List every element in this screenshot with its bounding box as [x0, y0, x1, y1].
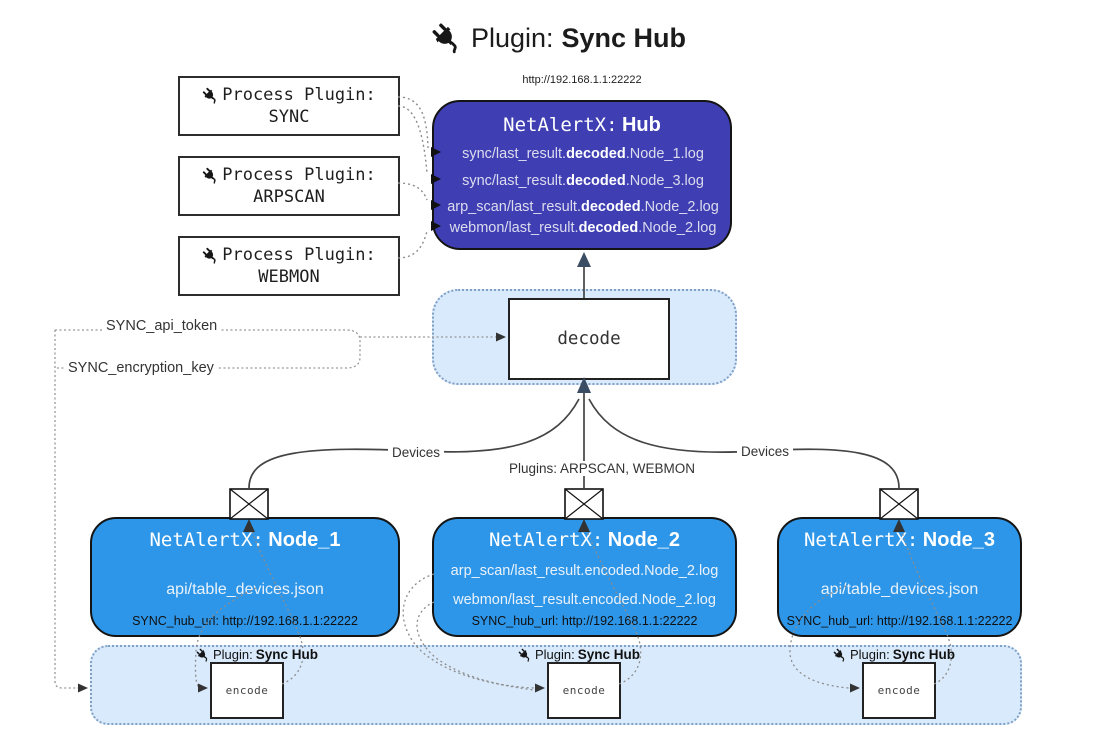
process-plugin-sync: Process Plugin: SYNC	[178, 76, 400, 136]
page-title: Plugin: Sync Hub	[0, 16, 1117, 60]
sync-encryption-key-label: SYNC_encryption_key	[64, 360, 218, 376]
sync-api-token-label: SYNC_api_token	[102, 318, 222, 334]
plug-icon	[196, 648, 210, 662]
hub-box: NetAlertX: Hub sync/last_result.decoded.…	[432, 100, 732, 250]
envelope-icon	[879, 488, 919, 520]
process-plugin-heading: Process Plugin:	[222, 85, 376, 105]
hub-log-line: sync/last_result.decoded.Node_3.log	[462, 173, 704, 189]
decode-box: decode	[508, 298, 670, 380]
encode-band-label: Plugin:Sync Hub	[196, 647, 318, 662]
title-name: Sync Hub	[561, 22, 687, 53]
encode-band-label: Plugin:Sync Hub	[518, 647, 640, 662]
process-plugin-webmon: Process Plugin: WEBMON	[178, 236, 400, 296]
node-file: api/table_devices.json	[820, 581, 979, 598]
plug-icon	[431, 22, 463, 54]
process-plugin-name: SYNC	[268, 107, 310, 127]
node-file: webmon/last_result.encoded.Node_2.log	[453, 592, 716, 608]
hub-input-arrowhead	[577, 252, 591, 267]
plug-icon	[202, 247, 219, 264]
hub-title: NetAlertX: Hub	[434, 114, 730, 137]
node-title: NetAlertX: Node_1	[149, 529, 341, 551]
edge-label-devices-right: Devices	[737, 444, 794, 459]
envelope-icon	[229, 488, 269, 520]
encode-box: encode	[862, 662, 936, 719]
node-3-box: NetAlertX: Node_3 api/table_devices.json…	[777, 517, 1022, 637]
hub-log-line: arp_scan/last_result.decoded.Node_2.log	[447, 199, 719, 215]
node-hub-url: SYNC_hub_url: http://192.168.1.1:22222	[132, 614, 358, 628]
plugin-to-hub-wires	[397, 96, 429, 259]
hub-title-label: NetAlertX:	[503, 114, 618, 136]
plug-icon	[518, 648, 532, 662]
node-file: arp_scan/last_result.encoded.Node_2.log	[450, 563, 719, 579]
envelope-icons	[229, 488, 919, 520]
process-plugin-name: ARPSCAN	[253, 187, 325, 207]
plug-icon	[833, 648, 847, 662]
hub-log-line: webmon/last_result.decoded.Node_2.log	[449, 220, 717, 236]
process-plugin-heading: Process Plugin:	[222, 165, 376, 185]
node-2-box: NetAlertX: Node_2 arp_scan/last_result.e…	[432, 517, 737, 637]
node-title: NetAlertX: Node_3	[803, 529, 996, 551]
process-plugin-name: WEBMON	[258, 267, 320, 287]
node-hub-url: SYNC_hub_url: http://192.168.1.1:22222	[786, 614, 1013, 628]
band-input-arrowhead	[78, 683, 88, 693]
node-hub-url: SYNC_hub_url: http://192.168.1.1:22222	[471, 614, 698, 628]
process-plugin-heading: Process Plugin:	[222, 245, 376, 265]
plug-icon	[202, 167, 219, 184]
hub-log-line: sync/last_result.decoded.Node_1.log	[462, 146, 704, 162]
hub-url: http://192.168.1.1:22222	[522, 74, 642, 86]
encode-box: encode	[210, 662, 284, 719]
title-label: Plugin:	[470, 22, 554, 53]
node-title: NetAlertX: Node_2	[488, 529, 681, 551]
hub-title-name: Hub	[621, 114, 661, 136]
node-1-box: NetAlertX: Node_1 api/table_devices.json…	[90, 517, 400, 637]
process-plugin-arpscan: Process Plugin: ARPSCAN	[178, 156, 400, 216]
node-file: api/table_devices.json	[166, 581, 324, 598]
envelope-icon	[564, 488, 604, 520]
encode-band-label: Plugin:Sync Hub	[833, 647, 955, 662]
plug-icon	[202, 87, 219, 104]
encode-box: encode	[547, 662, 621, 719]
edge-label-devices-left: Devices	[388, 445, 445, 460]
edge-label-plugins-center: Plugins: ARPSCAN, WEBMON	[505, 461, 700, 476]
